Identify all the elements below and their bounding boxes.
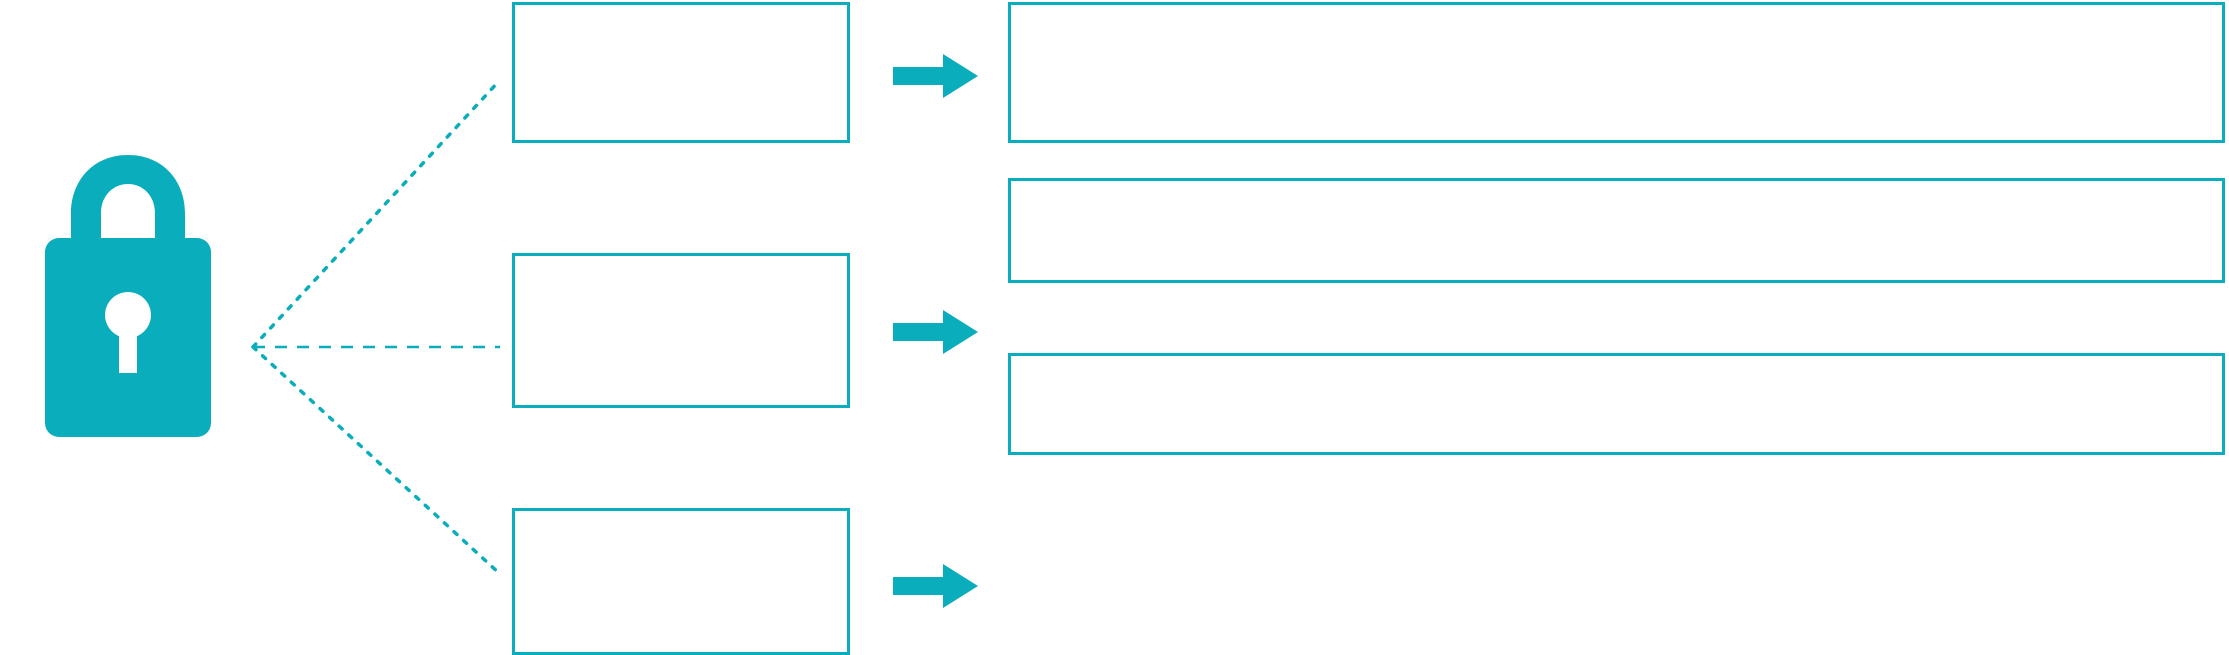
row-1-small-box[interactable] [512, 2, 850, 143]
row-2-large-box[interactable] [1008, 178, 2225, 283]
row-3-large-box-label [1011, 356, 2222, 376]
row-2-arrow-right-icon [893, 310, 978, 354]
row-1-large-box-label [1011, 5, 2222, 25]
row-2-small-box[interactable] [512, 253, 850, 408]
row-3-small-box[interactable] [512, 508, 850, 655]
padlock-icon [45, 155, 211, 437]
connector-line-top [251, 78, 502, 349]
connector-line-bottom [251, 345, 502, 576]
row-2-large-box-label [1011, 181, 2222, 201]
row-2-small-box-label [515, 256, 847, 276]
row-1-arrow-right-icon [893, 54, 978, 98]
row-3-arrow-right-icon [893, 564, 978, 608]
row-1-small-box-label [515, 5, 847, 25]
row-1-large-box[interactable] [1008, 2, 2225, 143]
row-3-large-box[interactable] [1008, 353, 2225, 455]
row-3-small-box-label [515, 511, 847, 531]
